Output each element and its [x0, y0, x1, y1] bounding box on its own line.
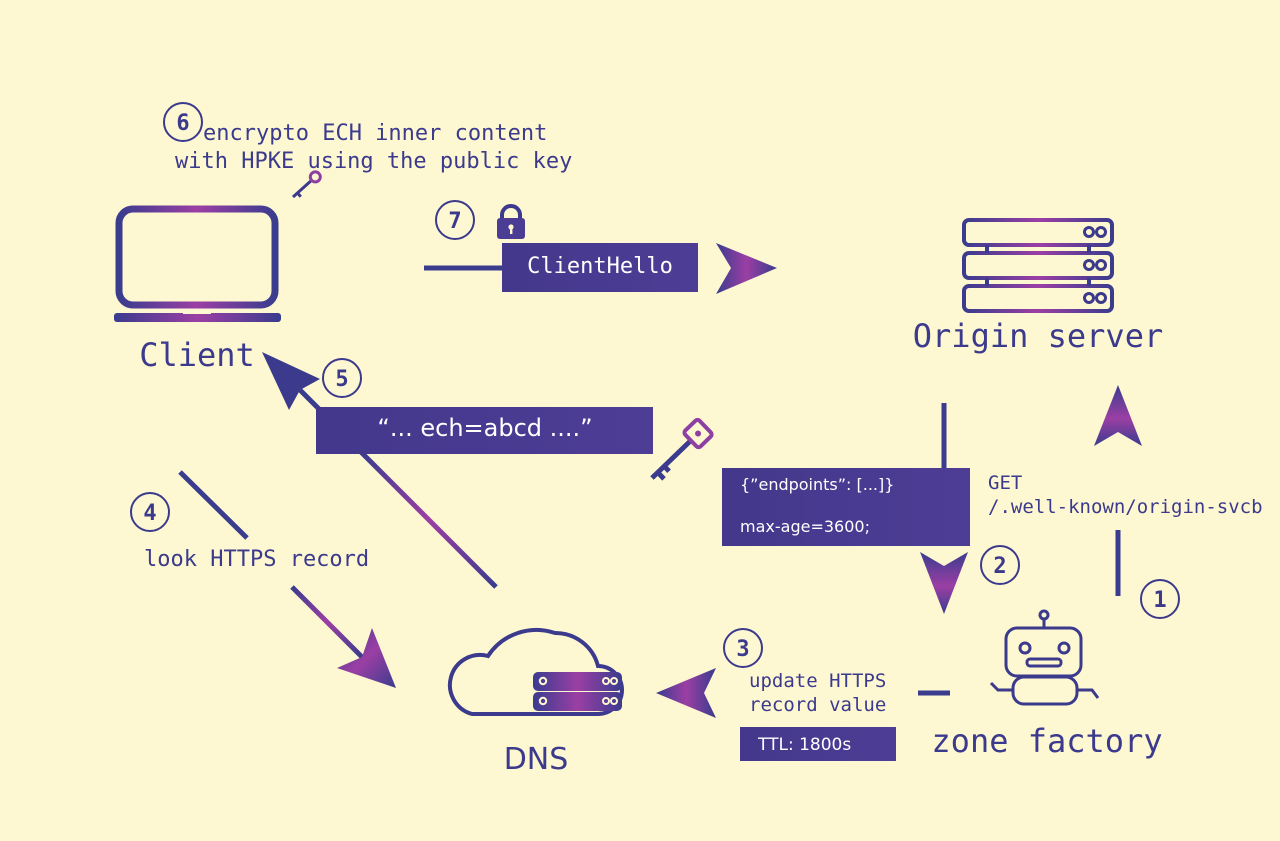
ttl-label: TTL: 1800s	[757, 735, 851, 755]
arrow-to-client	[262, 352, 320, 410]
step-6-number: 6	[176, 111, 189, 136]
zone-factory-node: zone factory	[931, 609, 1163, 760]
step-3-number: 3	[736, 637, 749, 662]
step-6-line-1: encrypto ECH inner content	[203, 121, 547, 146]
client-node: Client	[114, 205, 281, 374]
step-5-number: 5	[335, 367, 348, 392]
step-2-number: 2	[993, 554, 1006, 579]
ech-config-box	[316, 407, 653, 454]
dns-label: DNS	[504, 742, 569, 777]
clienthello-box	[502, 243, 698, 292]
step-4-number: 4	[143, 501, 156, 526]
step-4-label: look HTTPS record	[144, 547, 369, 572]
step-1-number: 1	[1153, 588, 1166, 613]
step-3-line-1: update HTTPS	[749, 670, 886, 692]
step-1-line-2: /.well-known/origin-svcb	[988, 496, 1263, 518]
step-1: 1 GET /.well-known/origin-svcb	[988, 385, 1263, 619]
lock-icon	[497, 204, 525, 239]
zone-factory-label: zone factory	[931, 722, 1162, 760]
step-4-badge	[130, 492, 170, 532]
server-rack-icon	[962, 218, 1114, 313]
key-icon	[291, 170, 322, 199]
step-5: 5 “... ech=abcd ....”	[262, 352, 714, 589]
ttl-box	[740, 727, 896, 761]
step-6-badge	[163, 102, 203, 142]
arrow-to-origin	[716, 243, 777, 294]
endpoints-line-2: max-age=3600;	[740, 517, 870, 536]
step-7-number: 7	[448, 209, 461, 234]
clienthello-label: ClientHello	[527, 254, 673, 279]
cloud-server-icon	[447, 627, 624, 716]
step-3-badge	[723, 628, 763, 668]
step-6-line-2: with HPKE using the public key	[175, 149, 572, 174]
laptop-icon	[114, 205, 281, 322]
dns-node: DNS	[447, 627, 624, 777]
robot-icon	[989, 609, 1100, 706]
endpoints-box	[722, 468, 970, 546]
arrow-to-zone-factory	[920, 552, 968, 614]
step-1-badge	[1140, 579, 1180, 619]
step-2-badge	[980, 545, 1020, 585]
origin-node: Origin server	[913, 218, 1163, 355]
step-4: 4 look HTTPS record	[130, 470, 396, 688]
key-icon	[650, 417, 714, 481]
step-6: 6 encrypto ECH inner content with HPKE u…	[163, 102, 572, 199]
arrow-to-dns	[337, 628, 396, 688]
client-label: Client	[139, 336, 255, 374]
step-2: {”endpoints”: [...]} max-age=3600; 2	[722, 403, 1020, 614]
step-5-badge	[322, 358, 362, 398]
step-7: 7 ClientHello	[424, 200, 777, 294]
arrow-to-origin-request	[1094, 385, 1142, 446]
step-3: 3 update HTTPS record value TTL: 1800s	[656, 628, 950, 761]
step-3-line-2: record value	[749, 694, 886, 716]
ech-config-label: “... ech=abcd ....”	[377, 414, 592, 442]
origin-label: Origin server	[913, 317, 1163, 355]
endpoints-line-1: {”endpoints”: [...]}	[740, 475, 894, 494]
step-7-badge	[435, 200, 475, 240]
arrow-to-dns-update	[656, 668, 716, 718]
step-1-line-1: GET	[988, 472, 1022, 494]
